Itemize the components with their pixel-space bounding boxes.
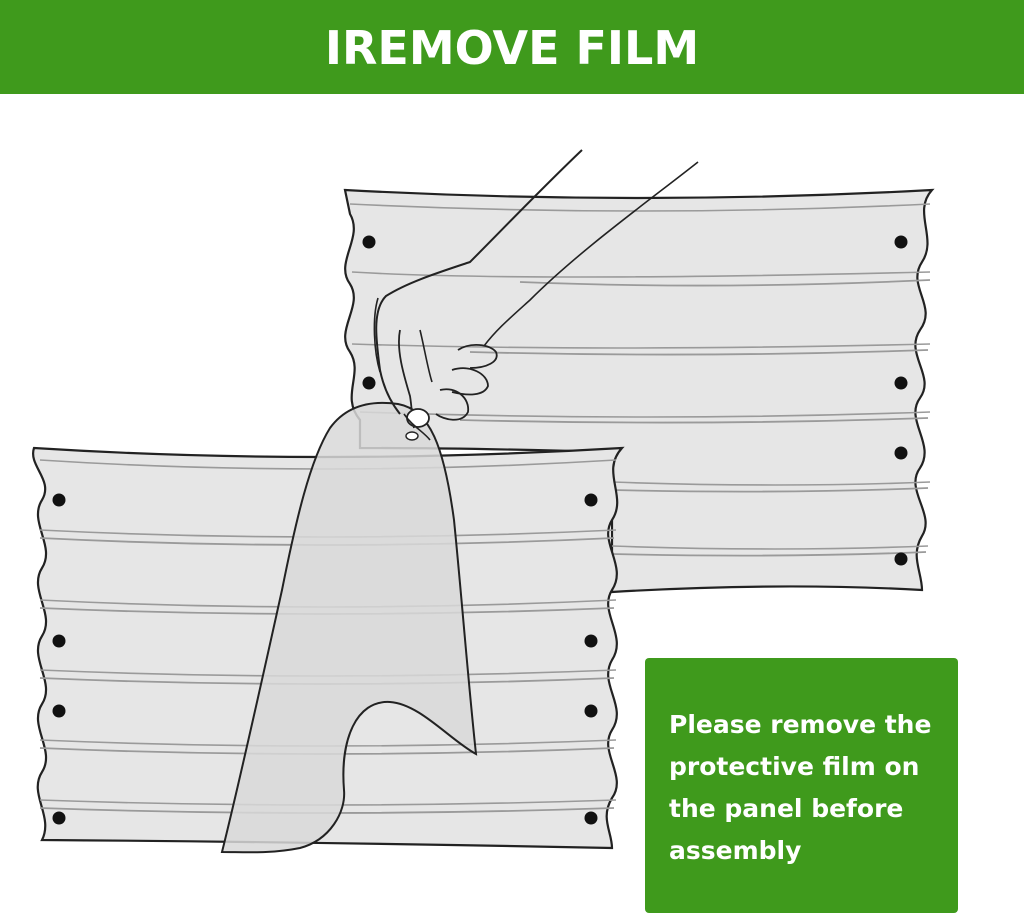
film-sheet [220,401,478,854]
page-title: IREMOVE FILM [324,21,700,75]
instruction-text: Please remove the protective film on the… [669,710,932,865]
hand-outline [375,149,583,415]
panel-illustration [32,149,935,854]
protective-film [220,401,478,854]
header-banner: IREMOVE FILM [0,0,1024,94]
instruction-box: Please remove the protective film on the… [645,658,958,913]
metal-panel-back [343,188,935,594]
hand-icon [373,149,699,441]
